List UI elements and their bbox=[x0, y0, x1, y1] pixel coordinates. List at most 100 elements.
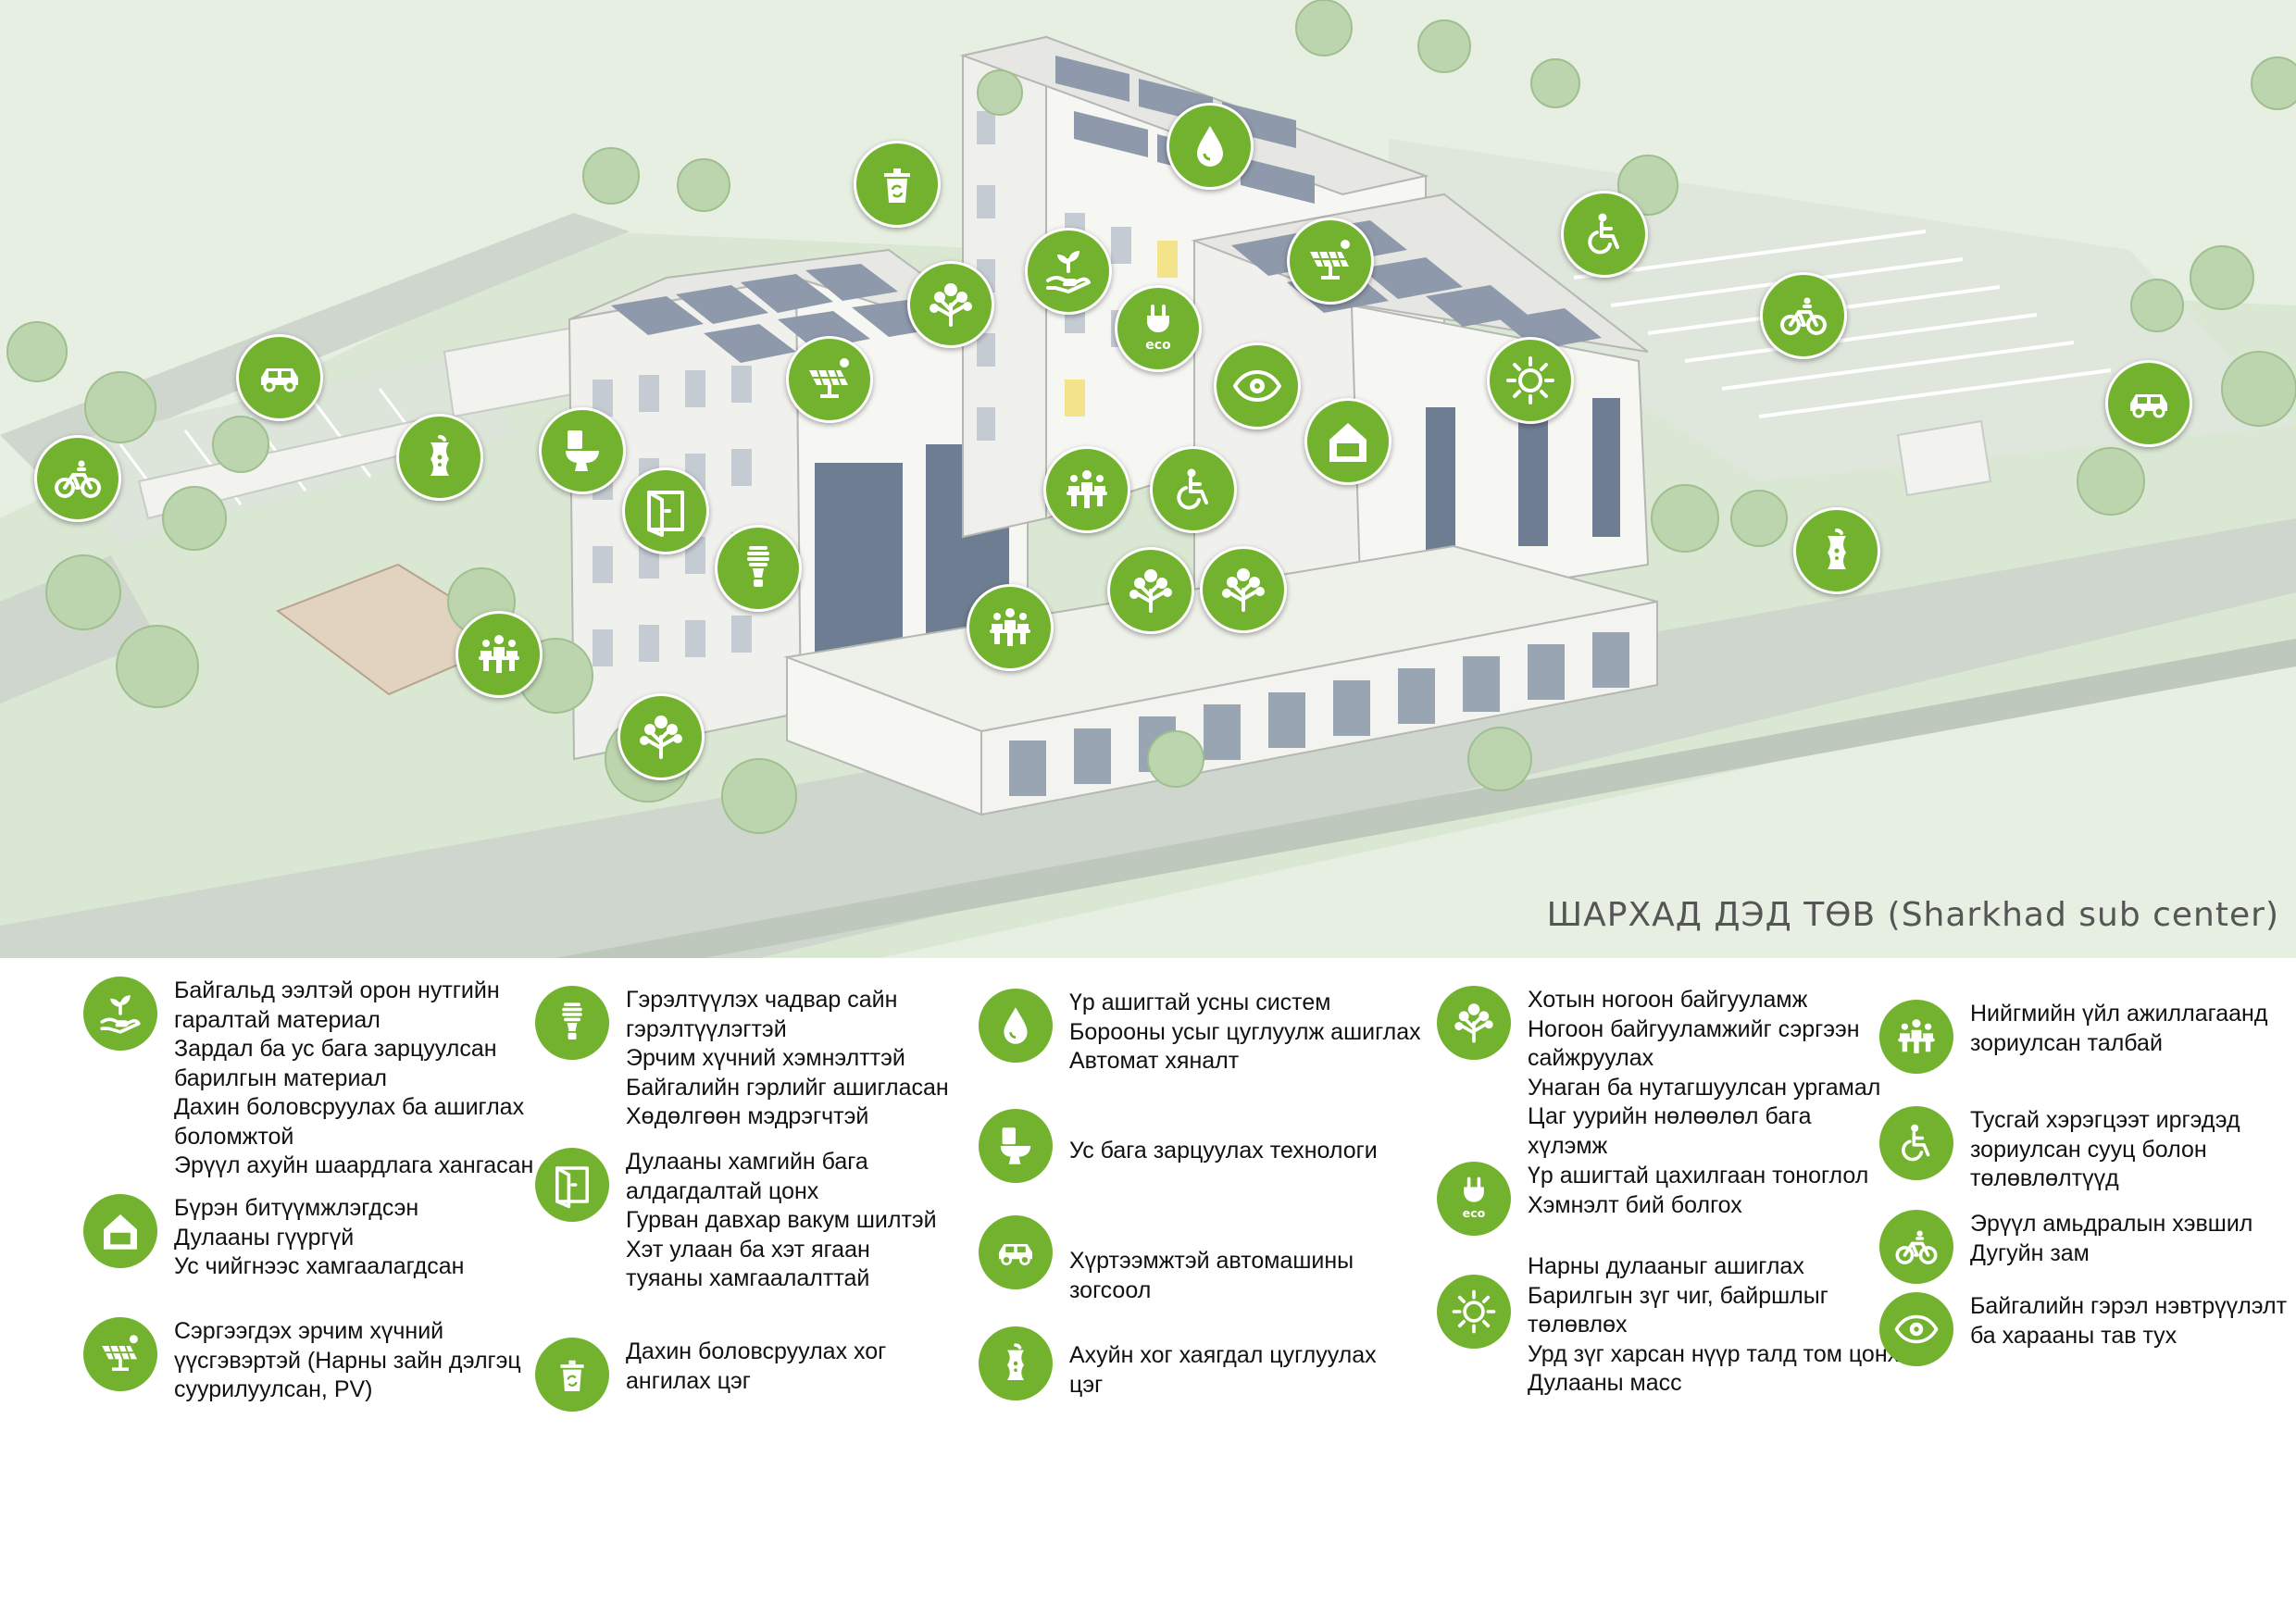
eye-icon bbox=[1233, 370, 1281, 402]
legend-line: Барилгын зүг чиг, байршлыг bbox=[1528, 1282, 1828, 1309]
car-icon bbox=[2130, 394, 2167, 418]
hand-plant-icon bbox=[1046, 251, 1091, 293]
map-marker-hand-plant[interactable] bbox=[1025, 228, 1112, 315]
legend-line: боломжтой bbox=[174, 1123, 294, 1150]
legend-line: сайжруулах bbox=[1528, 1045, 1654, 1071]
svg-text:eco: eco bbox=[1145, 338, 1171, 353]
legend-line: Эрүүл амьдралын хэвшил bbox=[1970, 1211, 2253, 1237]
legend-line: Автомат хяналт bbox=[1069, 1048, 1240, 1074]
apple-core-icon bbox=[1007, 1343, 1024, 1380]
window-icon bbox=[647, 491, 684, 537]
map-marker-house[interactable] bbox=[1304, 398, 1391, 485]
community-icon bbox=[479, 635, 519, 673]
legend-line: Гэрэлтүүлэх чадвар сайн bbox=[626, 987, 898, 1013]
legend-line: төлөвлөх bbox=[1528, 1312, 1628, 1338]
eco-plug-icon: eco bbox=[1145, 305, 1171, 353]
map-marker-community[interactable] bbox=[1043, 446, 1130, 533]
road-edge bbox=[555, 639, 2296, 958]
legend-line: цэг bbox=[1069, 1371, 1104, 1398]
solar-panel-icon bbox=[1310, 240, 1350, 280]
legend-line: гэрэлтүүлэгтэй bbox=[626, 1015, 787, 1042]
map-marker-bicycle[interactable] bbox=[1760, 272, 1847, 359]
tree-icon bbox=[640, 716, 682, 759]
map-marker-tree[interactable] bbox=[618, 693, 705, 780]
legend-line: алдагдалтай цонх bbox=[626, 1177, 819, 1204]
map-marker-tree[interactable] bbox=[907, 261, 994, 348]
legend-line: суурилуулсан, PV) bbox=[174, 1376, 373, 1402]
building-b-lit-windows bbox=[1065, 241, 1178, 417]
house-icon bbox=[104, 1214, 137, 1250]
tree-icon bbox=[1454, 1003, 1493, 1043]
map-marker-community[interactable] bbox=[455, 611, 543, 698]
tree-icon bbox=[1129, 569, 1172, 613]
tree-icon bbox=[930, 283, 972, 327]
legend-line: Үр ашигтай усны систем bbox=[1069, 989, 1331, 1015]
map-marker-solar[interactable] bbox=[1287, 218, 1374, 305]
legend-line: Цаг уурийн нөлөөлөл бага bbox=[1528, 1103, 1812, 1129]
legend-line: Дахин боловсруулах ба ашиглах bbox=[174, 1094, 525, 1120]
site-drawing bbox=[0, 0, 2296, 958]
legend-line: гаралтай материал bbox=[174, 1006, 381, 1033]
sun-icon bbox=[1452, 1289, 1496, 1334]
legend-line: Унаган ба нутагшуулсан ургамал bbox=[1528, 1074, 1881, 1101]
legend-line: Дугуйн зам bbox=[1970, 1239, 2090, 1266]
map-marker-toilet[interactable] bbox=[539, 407, 626, 494]
legend-line: Үр ашигтай цахилгаан тоноглол bbox=[1528, 1163, 1869, 1189]
legend-line: ангилах цэг bbox=[626, 1367, 751, 1394]
map-marker-recycle[interactable] bbox=[854, 141, 941, 228]
legend-line: Эрчим хүчний хэмнэлттэй bbox=[626, 1045, 905, 1071]
legend-line: Дулааны масс bbox=[1528, 1370, 1682, 1396]
map-marker-sun[interactable] bbox=[1487, 337, 1574, 424]
hand-plant-icon bbox=[100, 995, 141, 1034]
apple-core-icon bbox=[430, 435, 449, 476]
legend-line: Нийгмийн үйл ажиллагаанд bbox=[1970, 1001, 2268, 1027]
map-marker-water[interactable] bbox=[1167, 103, 1254, 190]
building-c-glazing bbox=[1426, 398, 1620, 555]
podium-windows bbox=[1009, 632, 1629, 796]
house-icon bbox=[1329, 423, 1366, 462]
legend-item-waste: Ахуйн хог хаягдал цуглуулах цэг bbox=[979, 1326, 1377, 1400]
legend-line: Ахуйн хог хаягдал цуглуулах bbox=[1069, 1342, 1377, 1368]
wheelchair-icon bbox=[1902, 1124, 1930, 1162]
tree-icon bbox=[1222, 568, 1265, 612]
legend-line: Хэт улаан ба хэт ягаан bbox=[626, 1236, 870, 1263]
legend-line: Ус чийгнээс хамгаалагдсан bbox=[174, 1253, 465, 1279]
eco-plug-icon: eco bbox=[1463, 1176, 1486, 1220]
map-marker-car[interactable] bbox=[2105, 360, 2192, 447]
map-marker-window[interactable] bbox=[622, 467, 709, 554]
map-marker-apple-core[interactable] bbox=[396, 414, 483, 501]
toilet-icon bbox=[566, 430, 599, 471]
map-marker-community[interactable] bbox=[967, 584, 1054, 671]
wheelchair-icon bbox=[1588, 213, 1619, 255]
legend-line: зориулсан сууц болон bbox=[1970, 1136, 2207, 1163]
map-marker-apple-core[interactable] bbox=[1793, 507, 1880, 594]
map-marker-car[interactable] bbox=[236, 334, 323, 421]
map-marker-solar[interactable] bbox=[786, 336, 873, 423]
legend-line: Дахин боловсруулах хог bbox=[626, 1338, 887, 1364]
map-marker-wheelchair[interactable] bbox=[1561, 191, 1648, 278]
legend-line: Хүртээмжтэй автомашины bbox=[1069, 1248, 1354, 1274]
map-marker-eco[interactable]: eco bbox=[1115, 285, 1202, 372]
legend-line: Хөдөлгөөн мэдрэгчтэй bbox=[626, 1103, 869, 1129]
map-marker-wheelchair[interactable] bbox=[1150, 446, 1237, 533]
map-marker-bulb[interactable] bbox=[715, 525, 802, 612]
map-marker-eye[interactable] bbox=[1214, 342, 1301, 429]
trees bbox=[6, 0, 2296, 834]
legend-line: Дулааны хамгийн бага bbox=[626, 1149, 868, 1175]
building-a-windows bbox=[593, 366, 752, 666]
water-drop-icon bbox=[1197, 126, 1223, 167]
bicycle-icon bbox=[1895, 1230, 1938, 1264]
map-marker-tree[interactable] bbox=[1107, 547, 1194, 634]
map-marker-bicycle[interactable] bbox=[34, 435, 121, 522]
legend-item-recycle: Дахин боловсруулах хог ангилах цэг bbox=[535, 1338, 886, 1412]
map-marker-tree-2[interactable] bbox=[1200, 546, 1287, 633]
legend-line: барилгын материал bbox=[174, 1064, 387, 1091]
